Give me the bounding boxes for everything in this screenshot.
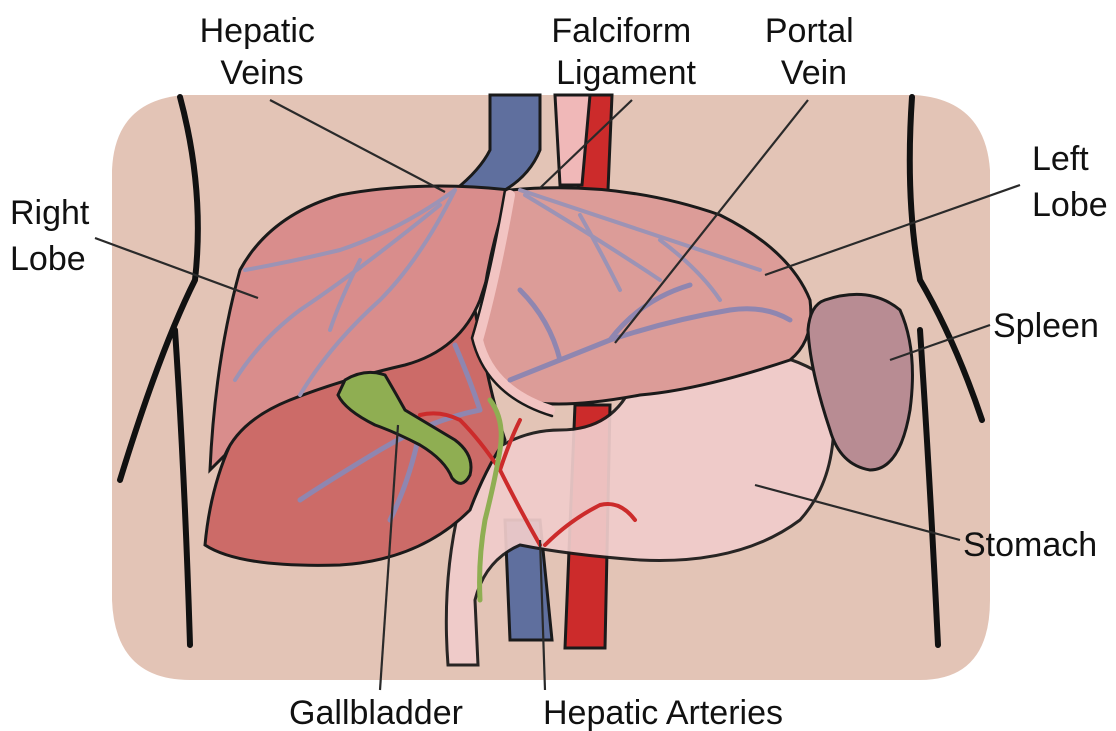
label-portal-vein-line1: Portal: [765, 12, 854, 50]
label-falciform-ligament: Falciform Ligament: [551, 12, 700, 92]
label-spleen: Spleen: [993, 307, 1099, 345]
label-portal-vein: Portal Vein: [765, 12, 863, 92]
label-right-lobe-line2: Lobe: [10, 240, 86, 278]
label-gallbladder: Gallbladder: [289, 694, 463, 731]
label-stomach: Stomach: [963, 526, 1097, 564]
label-left-lobe-line1: Left: [1032, 140, 1089, 178]
label-hepatic-arteries: Hepatic Arteries: [543, 694, 783, 731]
label-left-lobe-line2: Lobe: [1032, 186, 1108, 224]
label-falciform-ligament-line2: Ligament: [556, 54, 696, 92]
label-hepatic-veins: Hepatic Veins: [200, 12, 325, 92]
label-right-lobe: Right Lobe: [10, 194, 99, 278]
label-hepatic-veins-line1: Hepatic: [200, 12, 315, 50]
label-falciform-ligament-line1: Falciform: [551, 12, 691, 50]
label-left-lobe: Left Lobe: [1032, 140, 1108, 224]
label-hepatic-veins-line2: Veins: [220, 54, 303, 92]
label-right-lobe-line1: Right: [10, 194, 90, 232]
label-portal-vein-line2: Vein: [781, 54, 847, 92]
